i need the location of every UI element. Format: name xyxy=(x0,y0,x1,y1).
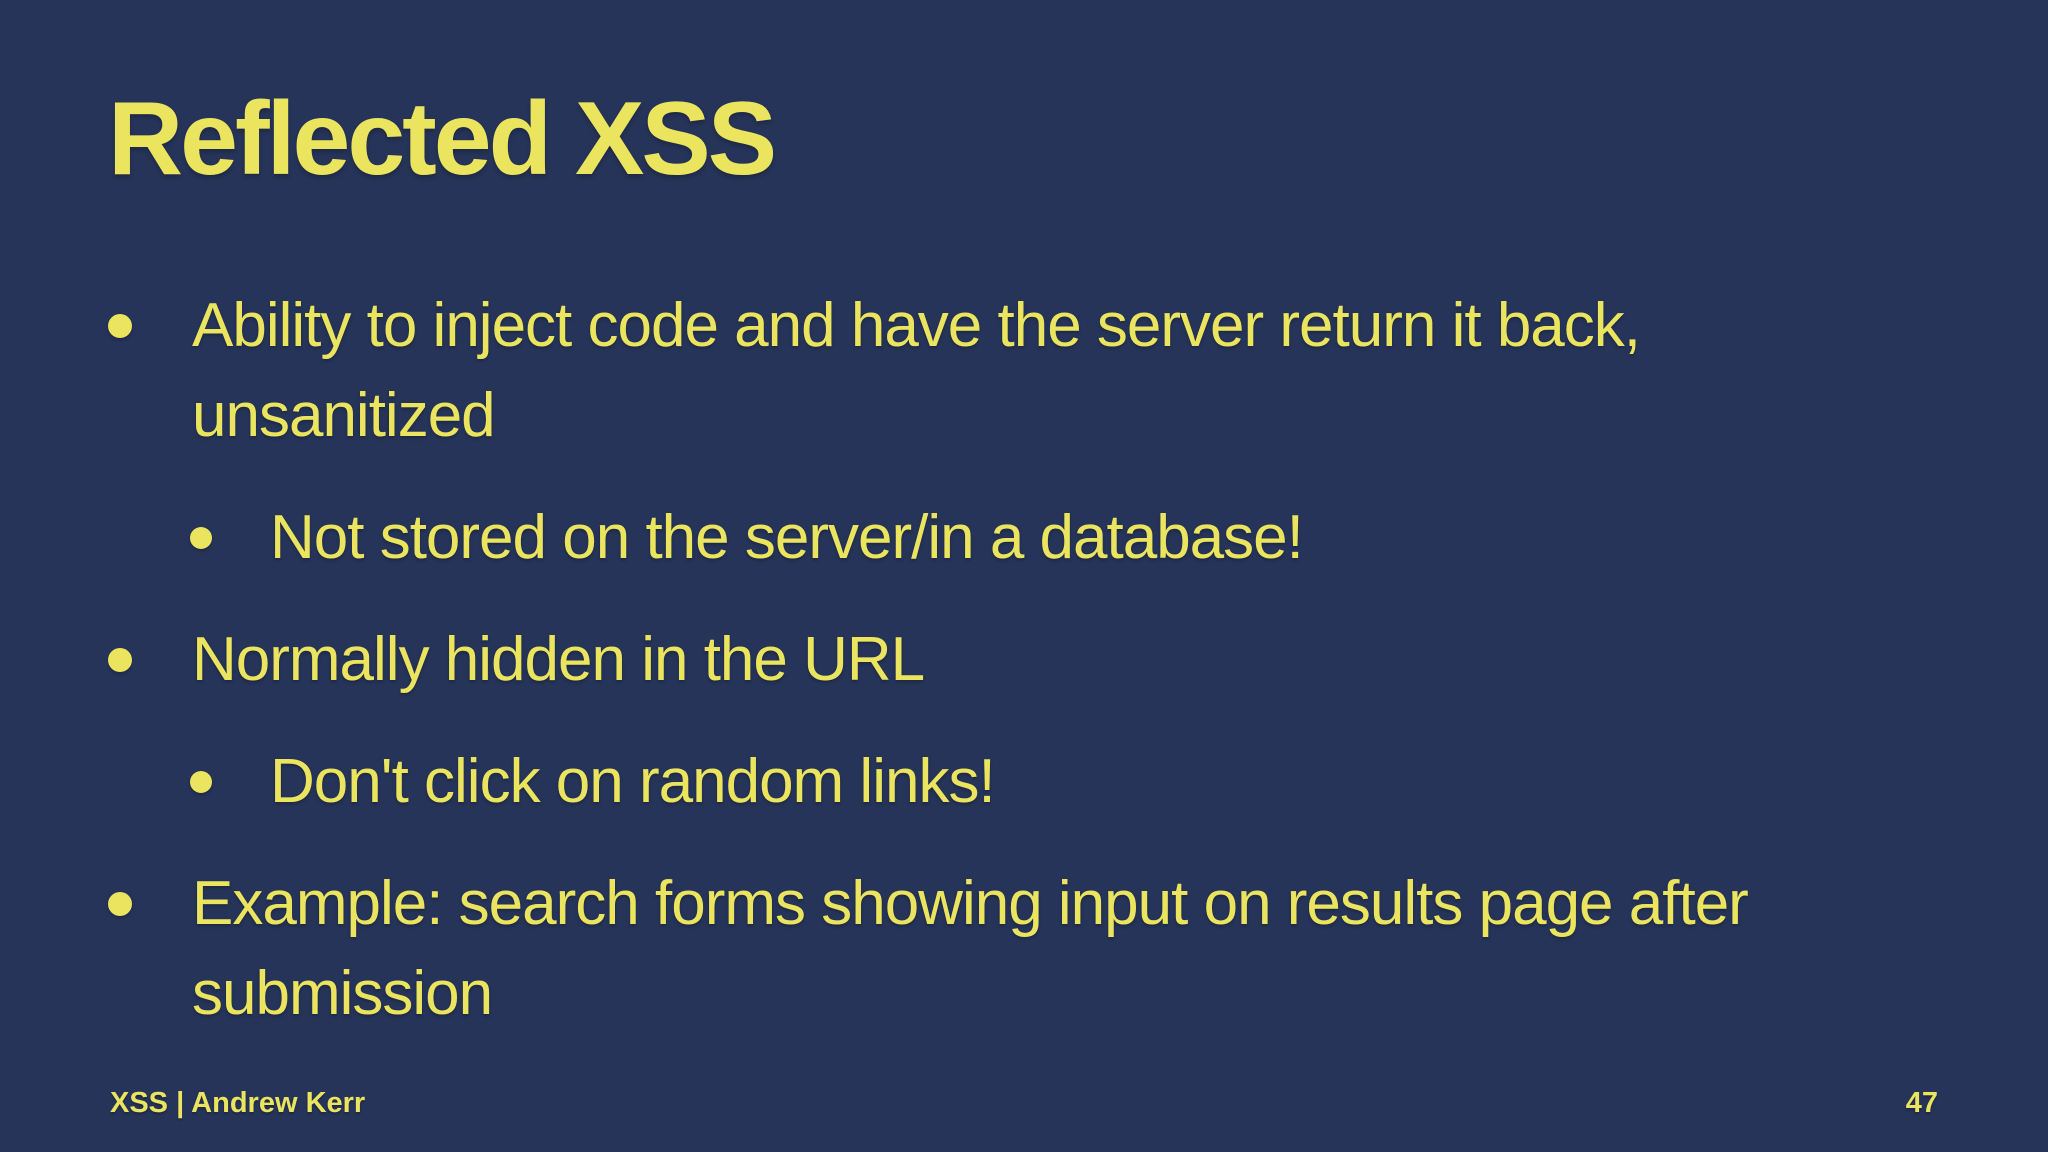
footer-deck-label: XSS | Andrew Kerr xyxy=(110,1087,366,1119)
bullet-item-sub: Don't click on random links! xyxy=(190,737,1958,827)
bullet-text: Normally hidden in the URL xyxy=(192,625,925,694)
bullet-text: Not stored on the server/in a database! xyxy=(270,503,1304,572)
bullet-dot-icon xyxy=(108,892,132,916)
page-number: 47 xyxy=(1905,1087,1938,1119)
bullet-dot-icon xyxy=(190,527,212,549)
bullet-text: Don't click on random links! xyxy=(270,747,996,816)
bullet-item: Ability to inject code and have the serv… xyxy=(108,281,1958,461)
bullet-item: Example: search forms showing input on r… xyxy=(108,859,1958,1039)
slide-title: Reflected XSS xyxy=(108,81,777,197)
bullet-item-sub: Not stored on the server/in a database! xyxy=(190,493,1958,583)
bullet-list: Ability to inject code and have the serv… xyxy=(108,281,1958,1071)
bullet-text: Example: search forms showing input on r… xyxy=(192,869,1749,1028)
bullet-item: Normally hidden in the URL xyxy=(108,615,1958,705)
bullet-dot-icon xyxy=(108,314,132,338)
bullet-text: Ability to inject code and have the serv… xyxy=(192,291,1641,450)
bullet-dot-icon xyxy=(190,771,212,793)
bullet-dot-icon xyxy=(108,648,132,672)
slide-footer: XSS | Andrew Kerr 47 xyxy=(110,1087,1938,1120)
